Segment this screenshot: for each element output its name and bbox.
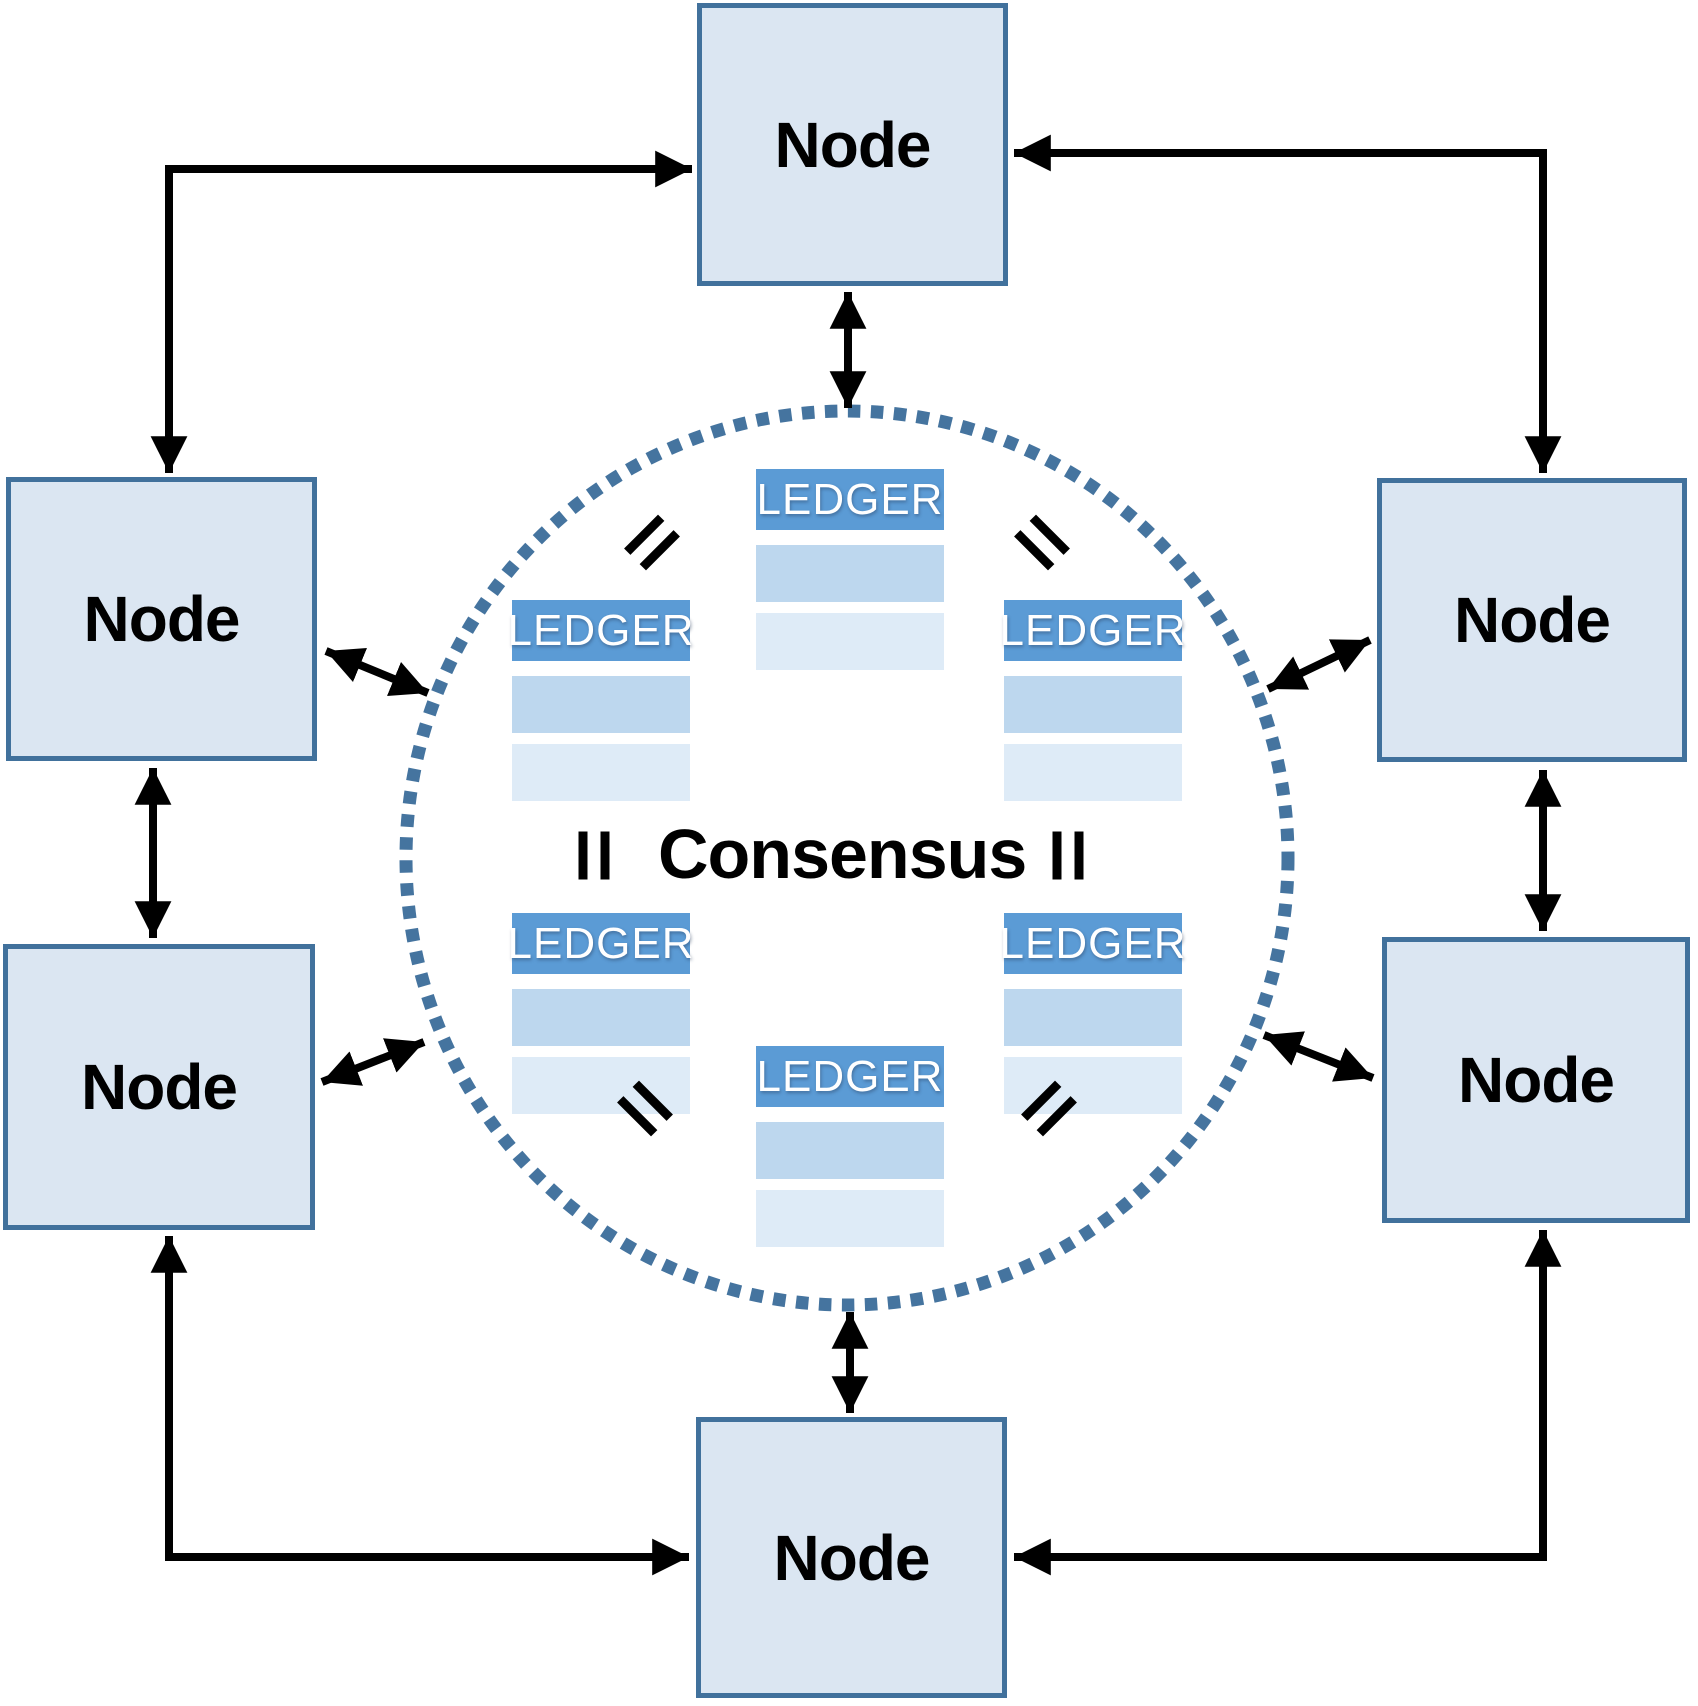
node-box-upper-left: Node	[6, 477, 317, 761]
arrow-corner-bottom-right	[1014, 1230, 1562, 1576]
node-box-lower-right: Node	[1382, 937, 1690, 1223]
arrow-corner-top-right	[1014, 134, 1562, 473]
node-label: Node	[1454, 584, 1611, 656]
arrow-upper-left-circle	[324, 647, 430, 697]
consensus-label: Consensus	[658, 815, 1027, 893]
ledger-row	[756, 1190, 944, 1247]
ledger-header: LEDGER	[508, 913, 693, 974]
ledger-header: LEDGER	[1000, 913, 1185, 974]
ledger-row	[512, 676, 690, 733]
ledger-row	[512, 744, 690, 801]
node-label: Node	[773, 1521, 931, 1594]
node-box-top: Node	[697, 3, 1008, 286]
ledger-bottom: LEDGER	[756, 1046, 944, 1247]
ledger-row	[756, 545, 944, 602]
ledger-label: LEDGER	[507, 605, 695, 655]
ledger-row	[1004, 744, 1182, 801]
equals-icon	[1052, 831, 1084, 880]
equals-icon	[578, 831, 610, 880]
node-box-bottom: Node	[696, 1417, 1007, 1698]
node-box-upper-right: Node	[1377, 478, 1687, 762]
ledger-label: LEDGER	[507, 918, 695, 968]
node-label: Node	[83, 583, 241, 655]
consensus-dotted-circle	[399, 404, 1295, 1312]
ledger-header: LEDGER	[756, 1046, 944, 1107]
ledger-row	[1004, 989, 1182, 1046]
ledger-upper-left: LEDGER	[508, 600, 693, 801]
ledger-header: LEDGER	[508, 600, 693, 661]
arrow-upper-right-circle	[1266, 636, 1372, 693]
ledger-lower-right: LEDGER	[1000, 913, 1185, 1114]
ledger-label: LEDGER	[999, 918, 1187, 968]
ledger-lower-left: LEDGER	[508, 913, 693, 1114]
ledger-label: LEDGER	[999, 605, 1187, 655]
ledger-top: LEDGER	[756, 469, 944, 670]
node-label: Node	[1458, 1044, 1615, 1116]
arrow-corner-bottom-left	[150, 1236, 689, 1576]
node-box-lower-left: Node	[3, 944, 315, 1230]
ledger-header: LEDGER	[1000, 600, 1185, 661]
arrow-lower-left-circle	[320, 1038, 426, 1086]
ledger-label: LEDGER	[756, 1051, 944, 1101]
ledger-label: LEDGER	[756, 474, 944, 524]
ledger-row	[756, 613, 944, 670]
ledger-row	[1004, 676, 1182, 733]
double-arrows	[134, 134, 1562, 1576]
arrow-corner-top-left	[150, 150, 692, 473]
arrow-lower-right-circle	[1262, 1031, 1375, 1082]
node-label: Node	[774, 108, 932, 181]
ledger-row	[512, 989, 690, 1046]
ledger-upper-right: LEDGER	[1000, 600, 1185, 801]
ledger-header: LEDGER	[756, 469, 944, 530]
ledger-row	[756, 1122, 944, 1179]
node-label: Node	[81, 1051, 238, 1123]
